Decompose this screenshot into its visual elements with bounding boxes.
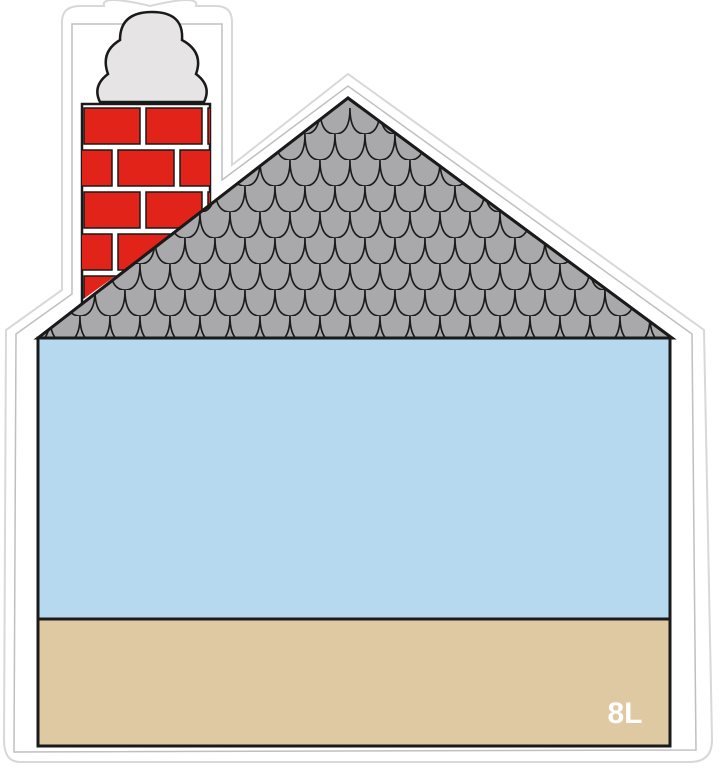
shingle [500,108,530,134]
shingle [590,108,620,134]
shingle [650,160,680,186]
shingle [590,212,620,238]
shingle [545,186,575,212]
brick [84,192,140,228]
shingle [20,212,50,238]
shingle [620,160,650,186]
floor-label: 8L [590,694,660,734]
shingle [695,134,723,160]
shingle [485,134,515,160]
house-floor [38,619,670,746]
shingle [35,186,65,212]
shingle [680,212,710,238]
shingle [650,264,680,290]
shingle [605,186,635,212]
shingle [575,134,605,160]
shingle [620,212,650,238]
shingle [650,108,680,134]
shingle [695,186,723,212]
shingle [20,264,50,290]
shingle [665,238,695,264]
shingle [635,238,665,264]
shingle [440,108,470,134]
shingle [500,160,530,186]
shingle [665,186,695,212]
brick [118,150,174,186]
shingle [680,108,710,134]
house-wall [38,338,670,619]
shingle [35,238,65,264]
shingle [545,134,575,160]
shingle [530,108,560,134]
shingle [665,134,695,160]
shingle [605,238,635,264]
shingle [470,108,500,134]
shingle [680,160,710,186]
brick [84,108,140,144]
shingle [560,108,590,134]
shingle [20,108,50,134]
shingle [620,108,650,134]
shingle [650,212,680,238]
shingle [605,134,635,160]
shingle [35,134,65,160]
brick [146,108,202,144]
shingle [590,160,620,186]
shingle [695,238,723,264]
shingle [635,186,665,212]
shingle [680,264,710,290]
shingle [515,134,545,160]
shingle [530,160,560,186]
shingle [635,134,665,160]
shingle [20,160,50,186]
shingle [560,160,590,186]
shingle [575,186,605,212]
shingle [230,108,260,134]
shingle [695,290,723,316]
